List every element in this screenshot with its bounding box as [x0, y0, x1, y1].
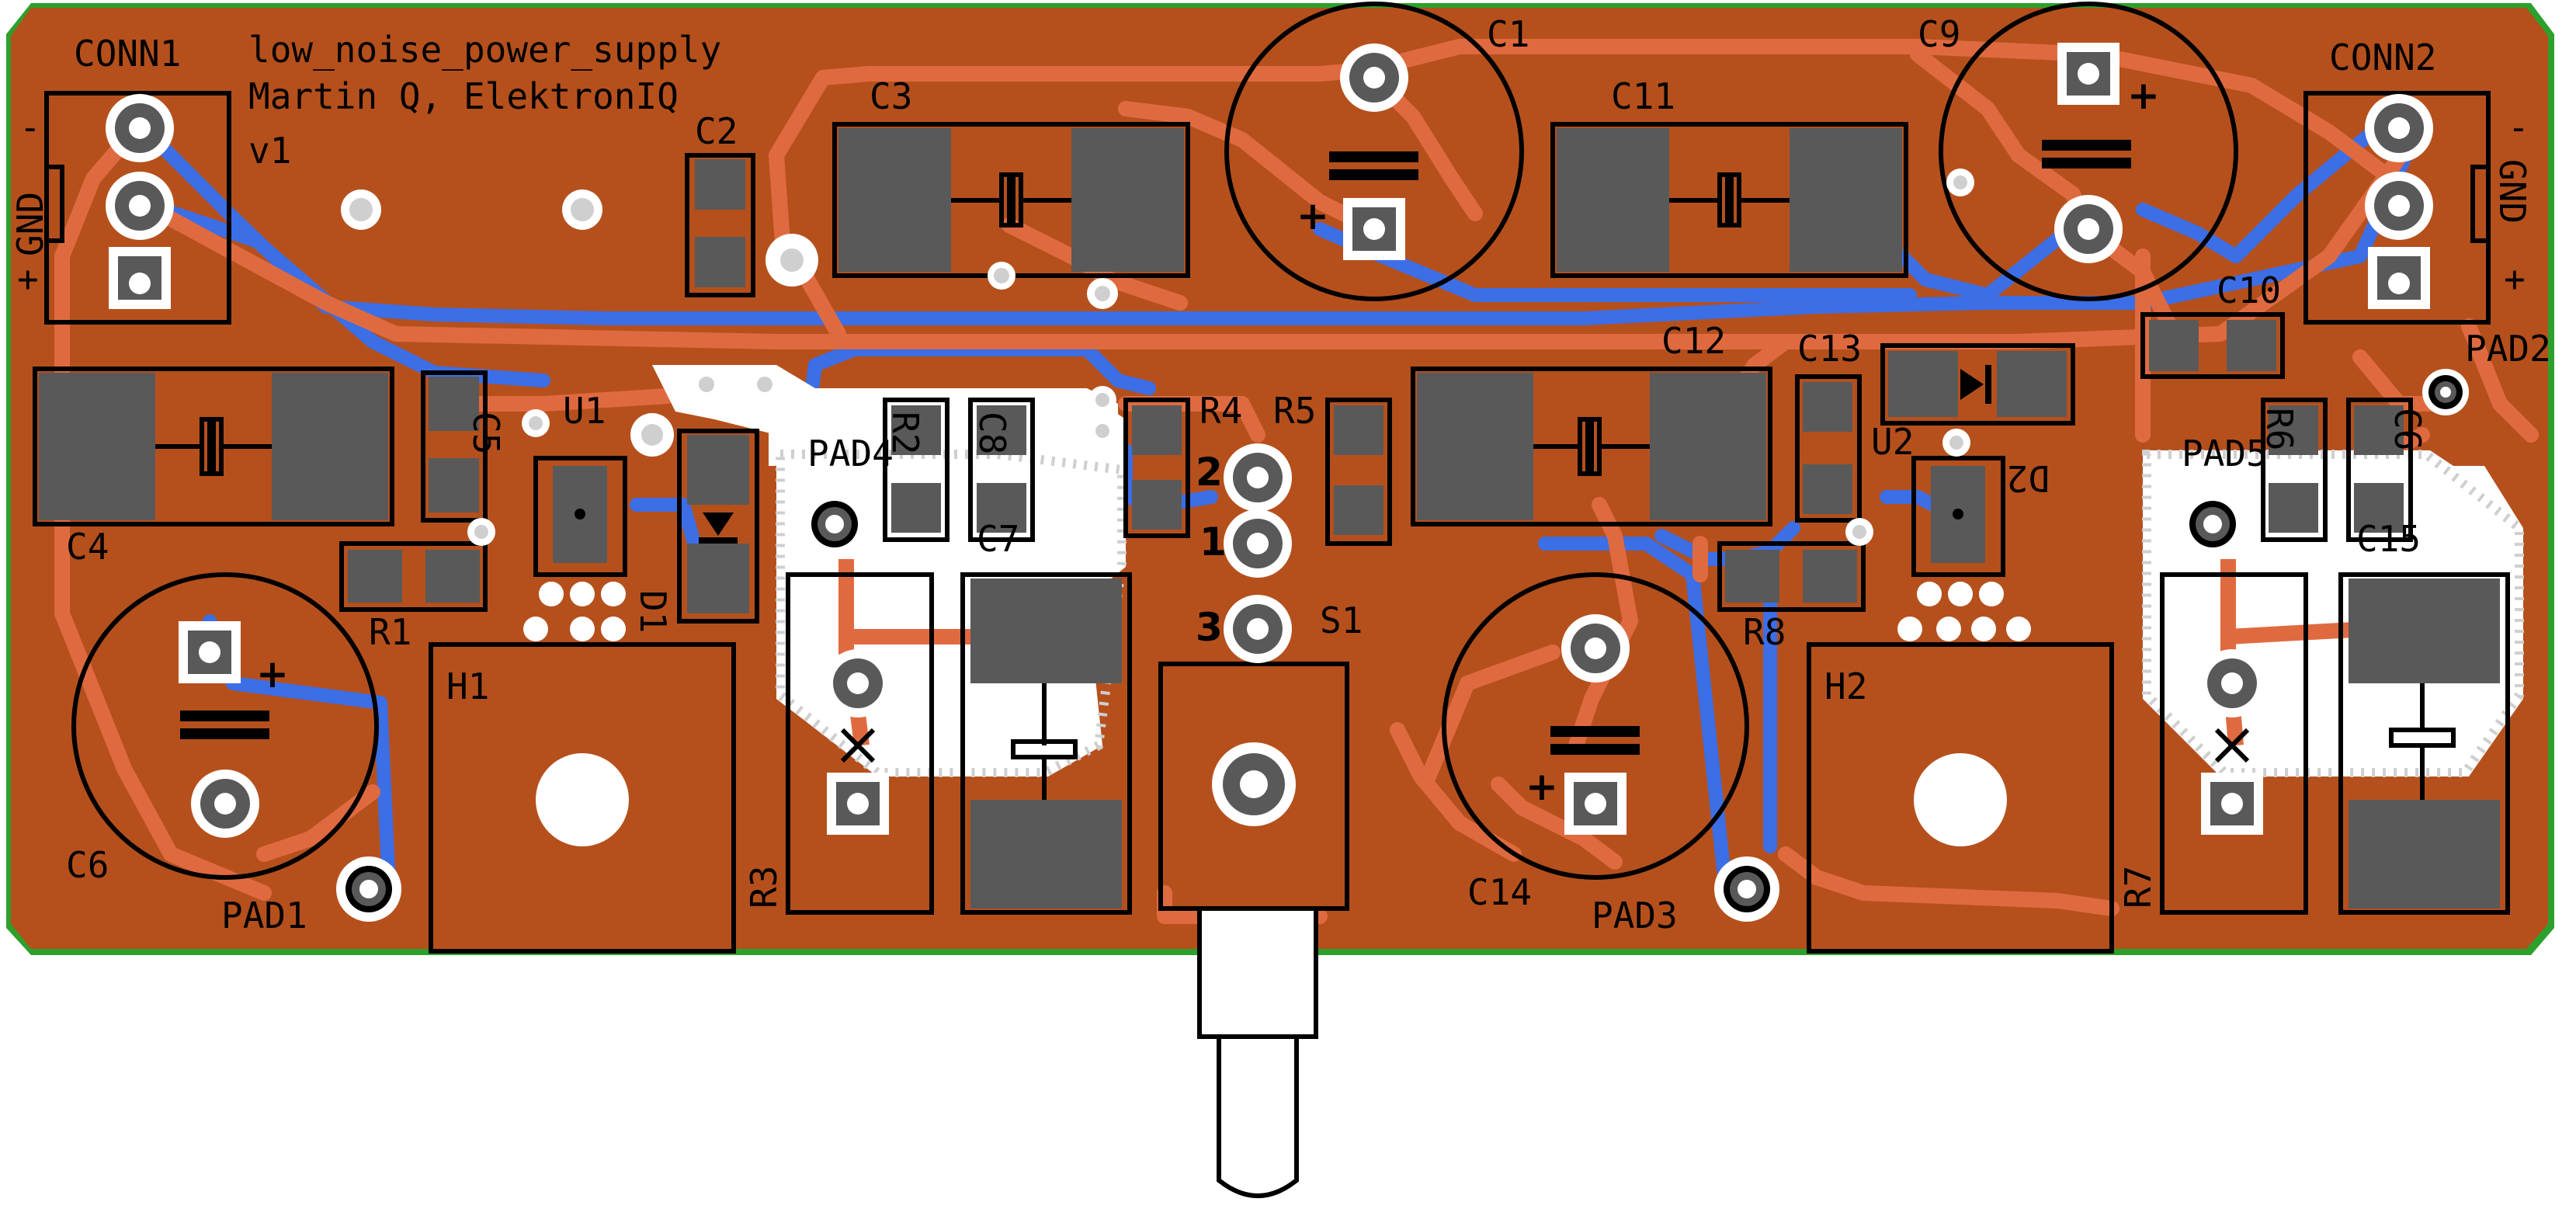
label-c8: C8 [971, 412, 1013, 454]
mounting-pads [336, 369, 2469, 922]
label-c7: C7 [977, 518, 1019, 560]
label-c9-plus: + [2127, 73, 2160, 118]
terminal-blocks [44, 91, 2491, 325]
label-d1: D1 [632, 590, 674, 633]
label-conn1-gnd: GND [9, 192, 51, 256]
board-author: Martin Q, ElektronIQ [248, 75, 679, 117]
label-switch-pin-2: 2 [1196, 450, 1223, 495]
label-c6: C6 [66, 844, 109, 886]
label-c1: C1 [1487, 13, 1529, 55]
label-switch-pin-1: 1 [1199, 519, 1227, 565]
label-h1: H1 [446, 665, 489, 707]
diode-symbols [699, 365, 1991, 544]
label-conn2-plus: + [2504, 258, 2526, 300]
silkscreen-text: low_noise_power_supply Martin Q, Elektro… [9, 13, 2551, 936]
capacitor-symbols [155, 172, 2456, 800]
label-c10: C10 [2217, 269, 2281, 311]
label-r7: R7 [2117, 866, 2159, 909]
label-c6-plus: + [256, 651, 289, 697]
label-c3: C3 [870, 75, 912, 117]
label-h2: H2 [1824, 665, 1867, 707]
label-c9: C9 [1918, 13, 1960, 55]
label-r3: R3 [743, 866, 785, 909]
trimmer-marks [840, 728, 2250, 763]
round-pads [106, 43, 2433, 838]
label-conn1-minus: - [19, 106, 41, 148]
label-r2: R2 [884, 412, 926, 454]
label-c1-plus: + [1297, 193, 1329, 238]
label-r1: R1 [369, 611, 411, 653]
label-c13: C13 [1797, 328, 1862, 370]
label-u1: U1 [563, 390, 606, 432]
label-pad3: PAD3 [1592, 895, 1678, 936]
ic-marks [575, 509, 1963, 519]
label-r8: R8 [1743, 611, 1786, 653]
label-u2: U2 [1871, 421, 1914, 463]
label-pad4: PAD4 [807, 433, 894, 474]
label-c11: C11 [1611, 75, 1675, 117]
label-conn1: CONN1 [74, 33, 181, 75]
label-s1: S1 [1320, 599, 1363, 641]
label-conn2: CONN2 [2329, 36, 2436, 78]
label-conn2-minus: - [2508, 106, 2529, 148]
label-c4: C4 [66, 526, 109, 568]
board-title: low_noise_power_supply [248, 29, 721, 71]
label-r6: R6 [2258, 408, 2300, 450]
electrolytic-capacitors [71, 2, 2238, 880]
smd-components [33, 122, 2510, 915]
switch-s1 [1158, 662, 1349, 1198]
label-c14: C14 [1467, 871, 1532, 913]
label-conn2-gnd: GND [2491, 159, 2533, 224]
label-c5: C5 [465, 412, 507, 454]
clearance-via-rings [776, 450, 2524, 777]
label-c2: C2 [695, 110, 738, 152]
label-c16: C6 [2387, 408, 2428, 450]
heatsinks [429, 642, 2114, 954]
label-r5: R5 [1273, 390, 1316, 432]
label-pad2: PAD2 [2465, 328, 2551, 370]
electrolytic-cap-symbols [180, 140, 2131, 755]
label-pad1: PAD1 [221, 895, 307, 936]
label-c15: C15 [2356, 518, 2421, 560]
label-switch-pin-3: 3 [1196, 605, 1223, 650]
label-c14-plus: + [1526, 764, 1558, 809]
label-c12: C12 [1661, 320, 1726, 362]
vias [341, 169, 2031, 641]
label-d2: D2 [2007, 457, 2050, 499]
label-r4: R4 [1199, 390, 1242, 432]
label-pad5: PAD5 [2182, 433, 2268, 474]
label-conn1-plus: + [17, 258, 39, 300]
board-version: v1 [248, 130, 291, 172]
